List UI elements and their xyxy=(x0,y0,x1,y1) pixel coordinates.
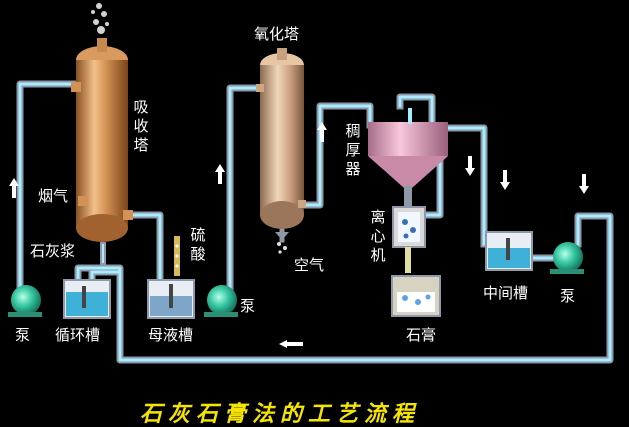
pump-middle xyxy=(204,285,238,317)
centrifuge-label: 离心机 xyxy=(370,208,386,264)
sulfuric-acid-feed xyxy=(174,236,180,276)
air-label: 空气 xyxy=(294,256,325,274)
flow-arrows xyxy=(9,122,589,348)
pump-right-label: 泵 xyxy=(560,287,576,305)
flue-gas-label: 烟气 xyxy=(38,187,69,205)
thickener-label: 稠厚器 xyxy=(345,122,361,178)
arrow-down-thickener xyxy=(465,156,475,176)
arrow-left-bottom xyxy=(279,340,303,348)
diagram-title: 石灰石膏法的工艺流程 xyxy=(140,402,421,427)
mother-liquor-tank-label: 母液槽 xyxy=(148,326,194,344)
circulation-tank-label: 循环槽 xyxy=(55,326,101,344)
circulation-tank xyxy=(63,279,111,319)
oxidation-tower-label: 氧化塔 xyxy=(254,25,300,43)
gypsum-bin xyxy=(391,275,441,317)
pump-right xyxy=(550,242,584,274)
intermediate-tank xyxy=(485,231,533,271)
pump-middle-label: 泵 xyxy=(240,297,256,315)
absorption-tower-label: 吸收塔 xyxy=(133,98,149,154)
arrow-down-right xyxy=(579,174,589,194)
thickener xyxy=(368,108,448,206)
centrifuge xyxy=(392,206,426,273)
absorption-tower xyxy=(71,3,133,242)
mother-liquor-tank xyxy=(147,279,195,319)
sulfuric-acid-label: 硫酸 xyxy=(190,226,206,263)
gypsum-label: 石膏 xyxy=(406,326,437,344)
pump-left xyxy=(8,285,42,317)
arrow-up-left xyxy=(9,178,19,198)
arrow-up-right xyxy=(317,122,327,142)
oxidation-tower xyxy=(256,48,306,254)
pump-left-label: 泵 xyxy=(15,326,31,344)
arrow-up-mid xyxy=(215,164,225,184)
lime-slurry-label: 石灰浆 xyxy=(30,242,76,260)
arrow-down-intermediate xyxy=(500,170,510,190)
intermediate-tank-label: 中间槽 xyxy=(483,284,529,302)
